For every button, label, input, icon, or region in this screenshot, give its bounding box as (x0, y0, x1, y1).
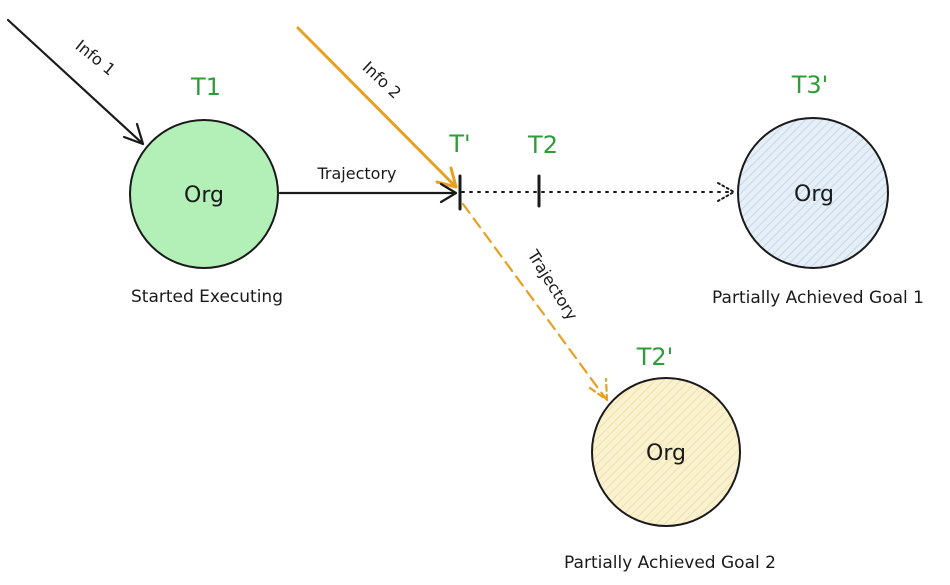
time-label-t2-prime: T2' (636, 343, 674, 371)
time-label-t1: T1 (190, 73, 221, 101)
time-label-t3-prime: T3' (791, 71, 829, 99)
goal2-node: Org (591, 377, 741, 527)
start-node: Org (129, 119, 279, 269)
goal1-node: Org (737, 117, 889, 269)
goal1-node-circle (737, 117, 889, 269)
goal1-node-label: Org (794, 182, 834, 207)
goal2-node-circle (591, 377, 741, 527)
trajectory-main-arrow (278, 182, 458, 204)
info1-label: Info 1 (72, 36, 119, 79)
goal1-node-caption: Partially Achieved Goal 1 (712, 288, 924, 308)
trajectory-branch-arrow (461, 202, 609, 402)
info2-arrow (296, 26, 458, 189)
info1-arrow (6, 18, 145, 146)
trajectory-branch-label: Trajectory (523, 246, 582, 324)
time-label-t2: T2 (527, 131, 558, 159)
projected-trajectory-arrow (461, 182, 737, 202)
time-label-t-prime: T' (448, 130, 470, 158)
goal2-node-caption: Partially Achieved Goal 2 (564, 553, 776, 573)
goal2-node-label: Org (646, 441, 686, 466)
start-node-circle (129, 119, 279, 269)
start-node-label: Org (184, 183, 224, 208)
trajectory-main-label: Trajectory (317, 164, 397, 183)
start-node-caption: Started Executing (131, 287, 283, 307)
